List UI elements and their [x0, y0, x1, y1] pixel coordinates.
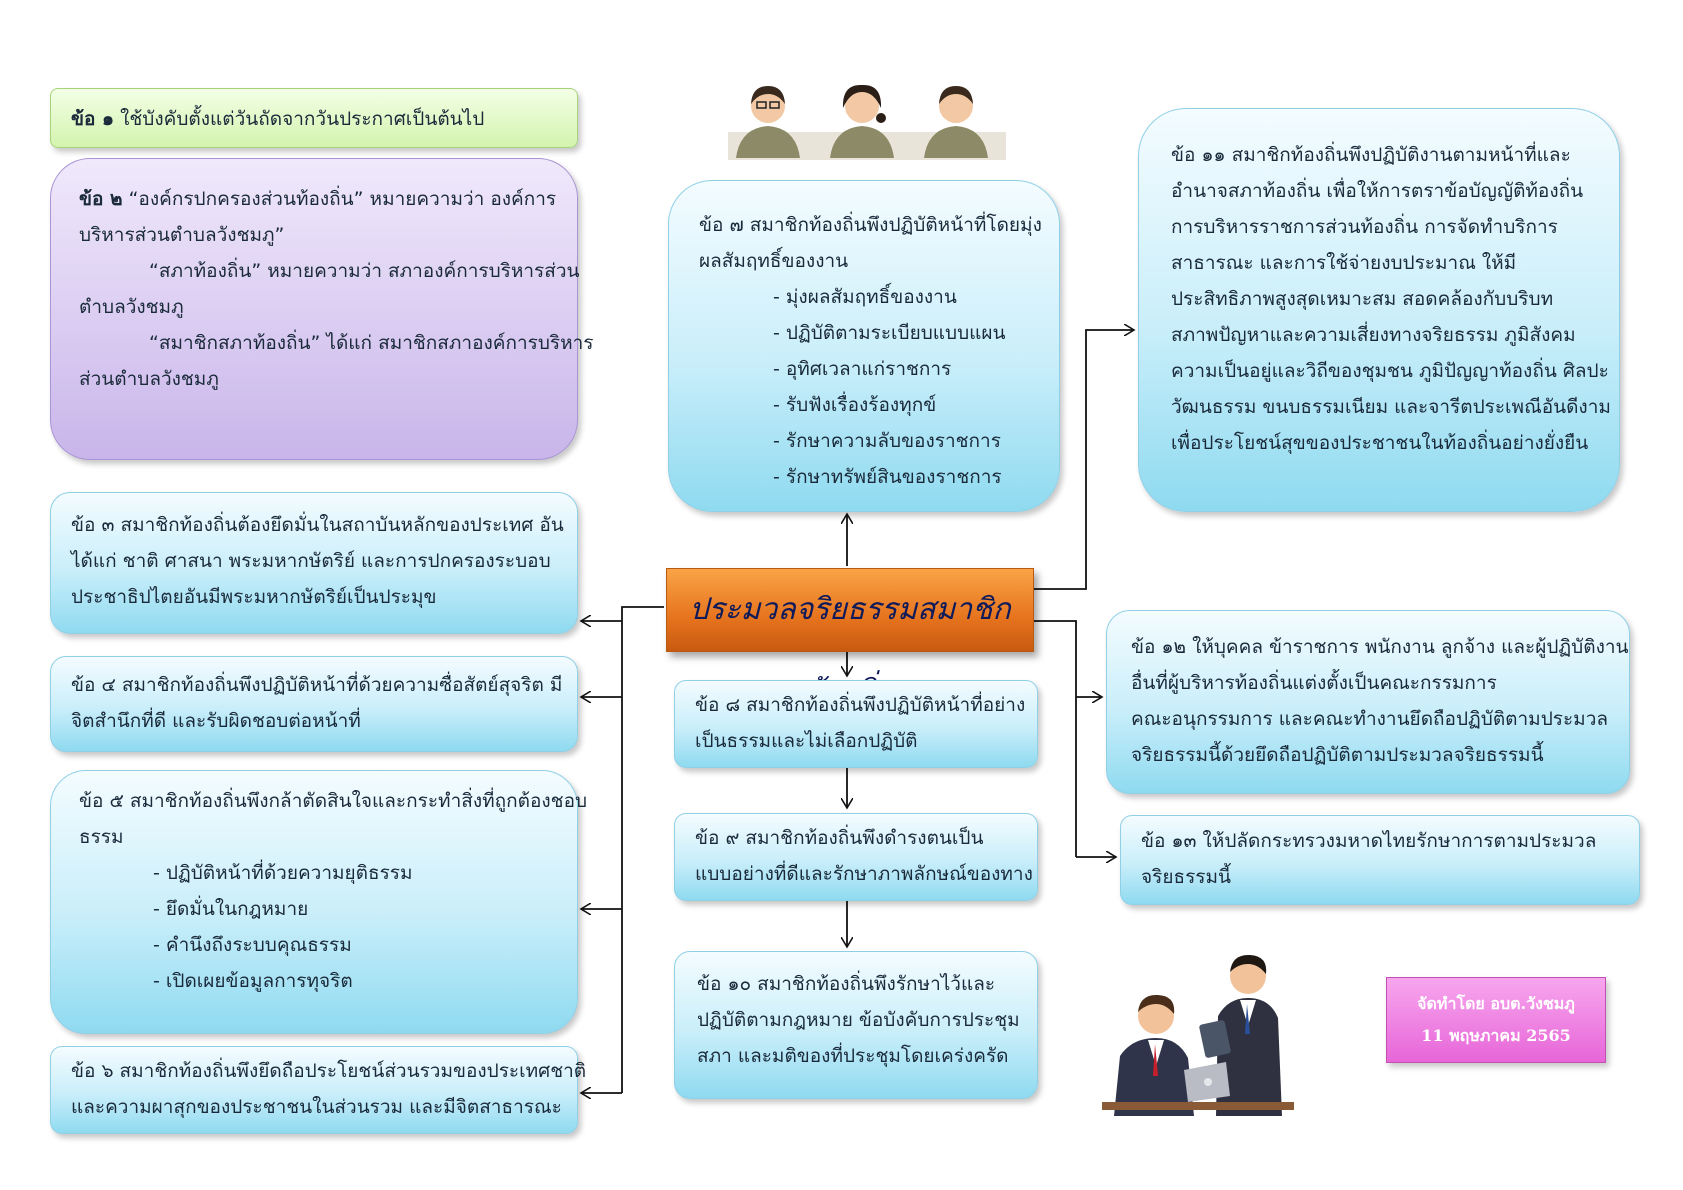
item-1-text: ใช้บังคับตั้งแต่วันถัดจากวันประกาศเป็นต้…: [120, 108, 485, 130]
credit-line-1: จัดทำโดย อบต.วังชมภู: [1417, 994, 1575, 1013]
item-7-bullet: - รับฟังเรื่องร้องทุกข์: [773, 394, 937, 416]
item-10-line: ข้อ ๑๐ สมาชิกท้องถิ่นพึงรักษาไว้และ: [697, 973, 996, 995]
item-6-line: ข้อ ๖ สมาชิกท้องถิ่นพึงยึดถือประโยชน์ส่ว…: [71, 1060, 587, 1082]
item-11-line: การบริหารราชการส่วนท้องถิ่น การจัดทำบริก…: [1171, 216, 1558, 238]
item-5-line: ข้อ ๕ สมาชิกท้องถิ่นพึงกล้าตัดสินใจและกร…: [79, 790, 588, 812]
item-11-line: ประสิทธิภาพสูงสุดเหมาะสม สอดคล้องกับบริบ…: [1171, 288, 1554, 310]
item-5-line: ธรรม: [79, 826, 124, 848]
item-12-line: จริยธรรมนี้ด้วยยึดถือปฏิบัติตามประมวลจริ…: [1131, 744, 1544, 766]
item-7-bullet: - รักษาความลับของราชการ: [773, 430, 1001, 452]
item-5-bullet: - ปฏิบัติหน้าที่ด้วยความยุติธรรม: [153, 862, 413, 884]
item-12-line: คณะอนุกรรมการ และคณะทำงานยึดถือปฏิบัติตา…: [1131, 708, 1609, 730]
item-4-line: จิตสำนึกที่ดี และรับผิดชอบต่อหน้าที่: [71, 710, 361, 732]
item-7-bullet: - ปฏิบัติตามระเบียบแบบแผน: [773, 322, 1006, 344]
item-12-line: ข้อ ๑๒ ให้บุคคล ข้าราชการ พนักงาน ลูกจ้า…: [1131, 636, 1629, 658]
item-11-line: ความเป็นอยู่และวิถีของชุมชน ภูมิปัญญาท้อ…: [1171, 360, 1609, 382]
item-11-line: อำนาจสภาท้องถิ่น เพื่อให้การตราข้อบัญญัต…: [1171, 180, 1584, 202]
item-2-label: ข้อ ๒: [79, 188, 123, 210]
item-13-line: ข้อ ๑๓ ให้ปลัดกระทรวงมหาดไทยรักษาการตามป…: [1141, 830, 1597, 852]
item-12-line: อื่นที่ผู้บริหารท้องถิ่นแต่งตั้งเป็นคณะก…: [1131, 672, 1497, 694]
item-5-bullet: - เปิดเผยข้อมูลการทุจริต: [153, 970, 353, 992]
item-13-line: จริยธรรมนี้: [1141, 866, 1231, 888]
item-3-box: ข้อ ๓ สมาชิกท้องถิ่นต้องยึดมั่นในสถาบันห…: [50, 492, 578, 634]
item-2-box: ข้อ ๒ “องค์กรปกครองส่วนท้องถิ่น” หมายควา…: [50, 158, 594, 460]
three-officials-icon: [728, 78, 1006, 160]
item-10-box: ข้อ ๑๐ สมาชิกท้องถิ่นพึงรักษาไว้และ ปฏิบ…: [674, 951, 1038, 1099]
credit-box: จัดทำโดย อบต.วังชมภู 11 พฤษภาคม 2565: [1386, 977, 1606, 1063]
item-8-box: ข้อ ๘ สมาชิกท้องถิ่นพึงปฏิบัติหน้าที่อย่…: [674, 680, 1038, 768]
item-7-bullet: - มุ่งผลสัมฤทธิ์ของงาน: [773, 286, 957, 308]
item-5-bullet: - ยึดมั่นในกฎหมาย: [153, 898, 309, 920]
item-4-line: ข้อ ๔ สมาชิกท้องถิ่นพึงปฏิบัติหน้าที่ด้ว…: [71, 674, 563, 696]
item-2-line: “องค์กรปกครองส่วนท้องถิ่น” หมายความว่า อ…: [128, 188, 557, 210]
item-7-bullet: - อุทิศเวลาแก่ราชการ: [773, 358, 952, 380]
item-2-line: “สภาท้องถิ่น” หมายความว่า สภาองค์การบริห…: [149, 260, 580, 282]
item-11-line: เพื่อประโยชน์สุขของประชาชนในท้องถิ่นอย่า…: [1171, 432, 1589, 454]
item-2-line: บริหารส่วนตำบลวังชมภู”: [79, 224, 285, 246]
item-11-box: ข้อ ๑๑ สมาชิกท้องถิ่นพึงปฏิบัติงานตามหน้…: [1138, 108, 1620, 512]
item-7-box: ข้อ ๗ สมาชิกท้องถิ่นพึงปฏิบัติหน้าที่โดย…: [668, 180, 1060, 512]
credit-line-2: 11 พฤษภาคม 2565: [1421, 1026, 1571, 1045]
item-8-line: ข้อ ๘ สมาชิกท้องถิ่นพึงปฏิบัติหน้าที่อย่…: [695, 694, 1026, 716]
item-7-bullet: - รักษาทรัพย์สินของราชการ: [773, 466, 1002, 488]
item-9-line: แบบอย่างที่ดีและรักษาภาพลักษณ์ของทาง: [695, 863, 1033, 885]
item-9-line: ข้อ ๙ สมาชิกท้องถิ่นพึงดำรงตนเป็น: [695, 827, 984, 849]
center-title: ประมวลจริยธรรมสมาชิกท้องถิ่น: [666, 568, 1034, 709]
item-2-line: ตำบลวังชมภู: [79, 296, 184, 318]
item-7-line: ผลสัมฤทธิ์ของงาน: [699, 250, 849, 272]
item-11-line: สภาพปัญหาและความเสี่ยงทางจริยธรรม ภูมิสั…: [1171, 324, 1576, 346]
item-2-line: “สมาชิกสภาท้องถิ่น” ได้แก่ สมาชิกสภาองค์…: [149, 332, 594, 354]
item-10-line: สภา และมติของที่ประชุมโดยเคร่งครัด: [697, 1045, 1009, 1067]
item-11-line: วัฒนธรรม ขนบธรรมเนียม และจารีตประเพณีอัน…: [1171, 396, 1611, 418]
item-11-line: ข้อ ๑๑ สมาชิกท้องถิ่นพึงปฏิบัติงานตามหน้…: [1171, 144, 1571, 166]
item-3-line: ได้แก่ ชาติ ศาสนา พระมหากษัตริย์ และการป…: [71, 550, 551, 572]
item-7-line: ข้อ ๗ สมาชิกท้องถิ่นพึงปฏิบัติหน้าที่โดย…: [699, 214, 1042, 236]
businessmen-laptop-icon: [1098, 946, 1298, 1116]
item-8-line: เป็นธรรมและไม่เลือกปฏิบัติ: [695, 730, 918, 752]
item-12-box: ข้อ ๑๒ ให้บุคคล ข้าราชการ พนักงาน ลูกจ้า…: [1106, 610, 1630, 794]
item-11-line: สาธารณะ และการใช้จ่ายงบประมาณ ให้มี: [1171, 252, 1517, 274]
item-1-label: ข้อ ๑: [71, 108, 115, 130]
item-3-line: ข้อ ๓ สมาชิกท้องถิ่นต้องยึดมั่นในสถาบันห…: [71, 514, 564, 536]
item-9-box: ข้อ ๙ สมาชิกท้องถิ่นพึงดำรงตนเป็น แบบอย่…: [674, 813, 1038, 901]
item-4-box: ข้อ ๔ สมาชิกท้องถิ่นพึงปฏิบัติหน้าที่ด้ว…: [50, 656, 578, 752]
item-3-line: ประชาธิปไตยอันมีพระมหากษัตริย์เป็นประมุข: [71, 586, 437, 608]
item-6-line: และความผาสุกของประชาชนในส่วนรวม และมีจิต…: [71, 1096, 562, 1118]
item-10-line: ปฏิบัติตามกฎหมาย ข้อบังคับการประชุม: [697, 1009, 1020, 1031]
item-2-line: ส่วนตำบลวังชมภู: [79, 368, 219, 390]
item-6-box: ข้อ ๖ สมาชิกท้องถิ่นพึงยึดถือประโยชน์ส่ว…: [50, 1046, 587, 1134]
item-1-box: ข้อ ๑ ใช้บังคับตั้งแต่วันถัดจากวันประกาศ…: [50, 88, 578, 148]
item-5-box: ข้อ ๕ สมาชิกท้องถิ่นพึงกล้าตัดสินใจและกร…: [50, 770, 588, 1034]
item-13-box: ข้อ ๑๓ ให้ปลัดกระทรวงมหาดไทยรักษาการตามป…: [1120, 815, 1640, 905]
item-5-bullet: - คำนึงถึงระบบคุณธรรม: [153, 934, 352, 956]
